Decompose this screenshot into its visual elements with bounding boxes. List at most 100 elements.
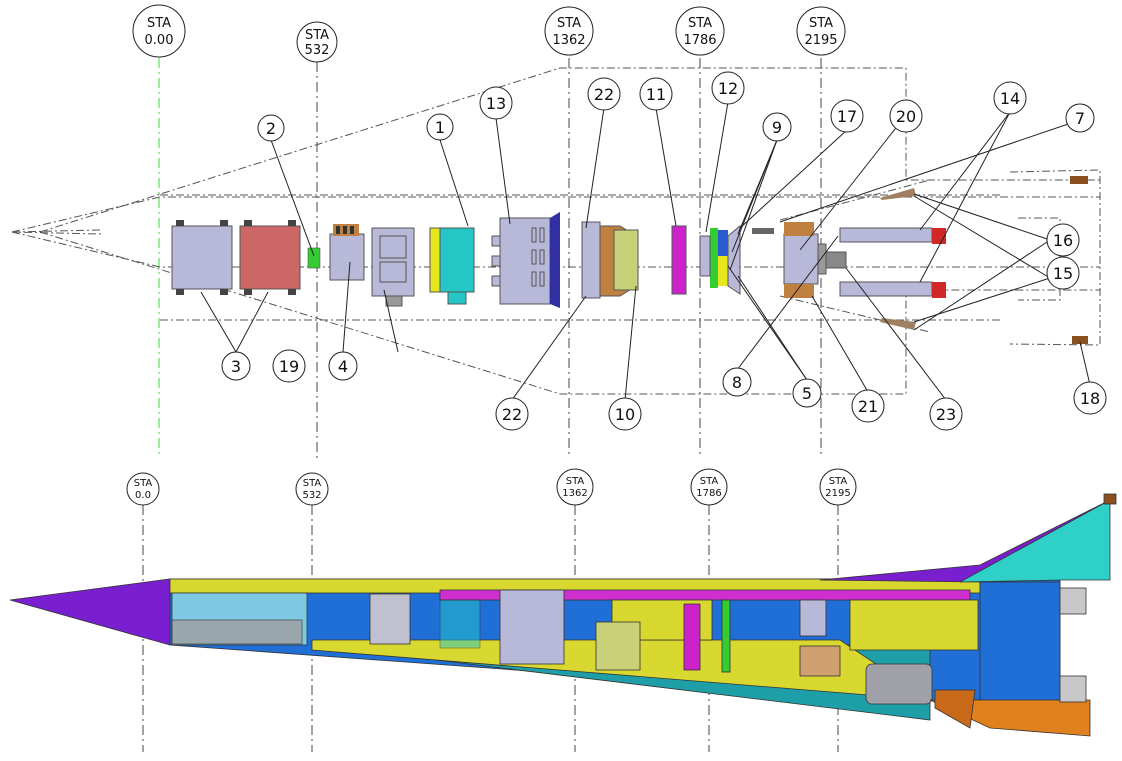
svg-text:STA: STA — [147, 16, 171, 31]
station-markers-bottom: STA 0.0 STA 532 STA 1362 STA 1786 STA 21… — [126, 468, 857, 506]
callout-21: 21 — [851, 389, 885, 423]
svg-text:16: 16 — [1053, 231, 1073, 250]
station-marker-1786-bottom: STA 1786 — [690, 468, 728, 506]
tail-hardware-lower — [1059, 675, 1087, 703]
callout-19: 19 — [272, 349, 306, 383]
svg-text:4: 4 — [338, 357, 348, 376]
callout-14: 14 — [993, 81, 1027, 115]
tail-hardware-upper — [1059, 587, 1087, 615]
svg-text:13: 13 — [486, 94, 506, 113]
station-markers-top: STA 0.00 STA 532 STA 1362 STA 1786 STA 2… — [132, 4, 846, 63]
callout-12: 12 — [711, 71, 745, 105]
component-7 — [1070, 176, 1088, 184]
equip-gray-2 — [499, 589, 565, 665]
svg-text:2: 2 — [266, 119, 276, 138]
svg-text:1786: 1786 — [696, 488, 721, 499]
callout-3: 3 — [221, 351, 251, 381]
callout-22-top: 22 — [587, 77, 621, 111]
svg-text:STA: STA — [688, 16, 712, 31]
svg-text:22: 22 — [594, 85, 614, 104]
svg-text:STA: STA — [566, 476, 585, 487]
station-marker-532-top: STA 532 — [296, 21, 338, 63]
component-red-box-feet3 — [244, 289, 252, 295]
callout-20: 20 — [889, 99, 923, 133]
hull-aft-blue — [979, 581, 1061, 701]
station-marker-1786-top: STA 1786 — [675, 6, 725, 56]
component-15-16-fin-lower — [880, 318, 916, 330]
callout-leaders — [200, 101, 1091, 401]
hull-tail-cyan — [959, 499, 1111, 583]
bay-yellow-2 — [849, 599, 979, 651]
svg-text:2195: 2195 — [804, 33, 837, 48]
svg-text:1362: 1362 — [552, 33, 585, 48]
svg-text:2195: 2195 — [825, 488, 850, 499]
svg-text:19: 19 — [279, 357, 299, 376]
side-view-hull — [9, 493, 1117, 737]
svg-text:10: 10 — [615, 405, 635, 424]
svg-text:STA: STA — [557, 16, 581, 31]
top-view-components — [171, 176, 1088, 344]
callout-2: 2 — [257, 114, 285, 142]
svg-text:1786: 1786 — [683, 33, 716, 48]
svg-text:23: 23 — [936, 405, 956, 424]
component-18 — [1072, 336, 1088, 344]
svg-text:17: 17 — [837, 107, 857, 126]
svg-text:532: 532 — [302, 490, 321, 501]
callout-4: 4 — [328, 351, 358, 381]
svg-text:1362: 1362 — [562, 488, 587, 499]
component-19 — [329, 233, 365, 281]
equip-green-1 — [439, 599, 481, 649]
component-23 — [825, 251, 847, 269]
callout-5: 5 — [792, 378, 822, 408]
equip-aft-cylinder — [865, 663, 933, 705]
svg-text:STA: STA — [829, 476, 848, 487]
callout-23: 23 — [929, 397, 963, 431]
svg-text:STA: STA — [134, 478, 153, 489]
component-14-upper — [839, 227, 933, 243]
tail-tip — [1103, 493, 1117, 505]
svg-text:7: 7 — [1075, 109, 1085, 128]
station-marker-2195-bottom: STA 2195 — [819, 468, 857, 506]
svg-text:3: 3 — [231, 357, 241, 376]
component-1-yellow-plate — [429, 227, 441, 293]
svg-text:20: 20 — [896, 107, 916, 126]
svg-text:15: 15 — [1053, 264, 1073, 283]
callout-16: 16 — [1046, 223, 1080, 257]
equip-gray-3 — [799, 599, 827, 637]
component-11-magenta — [671, 225, 687, 295]
component-gray-box-feet4 — [220, 289, 228, 295]
equip-magenta — [683, 603, 701, 671]
component-gray-box — [171, 225, 233, 290]
component-12-green — [710, 228, 718, 288]
component-red-box — [239, 225, 301, 290]
station-marker-1362-top: STA 1362 — [544, 6, 594, 56]
component-green-small — [307, 247, 321, 269]
component-gray-box-feet2 — [220, 220, 228, 226]
svg-text:12: 12 — [718, 79, 738, 98]
callouts: 1 2 3 4 5 7 8 9 10 11 12 13 14 15 16 17 … — [221, 71, 1107, 431]
component-22 — [581, 221, 601, 299]
callout-22-bottom: 22 — [495, 397, 529, 431]
callout-17: 17 — [830, 99, 864, 133]
component-21 — [783, 233, 819, 285]
callout-18: 18 — [1073, 381, 1107, 415]
svg-text:14: 14 — [1000, 89, 1020, 108]
station-marker-0-top: STA 0.00 — [132, 4, 186, 58]
svg-text:21: 21 — [858, 397, 878, 416]
callout-11: 11 — [639, 77, 673, 111]
component-gray-box-feet3 — [176, 289, 184, 295]
component-13 — [499, 217, 551, 305]
component-gray-box-feet — [176, 220, 184, 226]
component-14-lower — [839, 281, 933, 297]
svg-text:STA: STA — [303, 478, 322, 489]
component-red-box-feet2 — [288, 220, 296, 226]
component-15-16-fin-upper — [880, 188, 916, 200]
svg-text:9: 9 — [772, 118, 782, 137]
bay-nose-gray — [171, 619, 303, 645]
svg-text:STA: STA — [700, 476, 719, 487]
svg-text:22: 22 — [502, 405, 522, 424]
callout-1: 1 — [426, 113, 454, 141]
callout-10: 10 — [608, 397, 642, 431]
station-marker-0-bottom: STA 0.0 — [126, 472, 160, 506]
